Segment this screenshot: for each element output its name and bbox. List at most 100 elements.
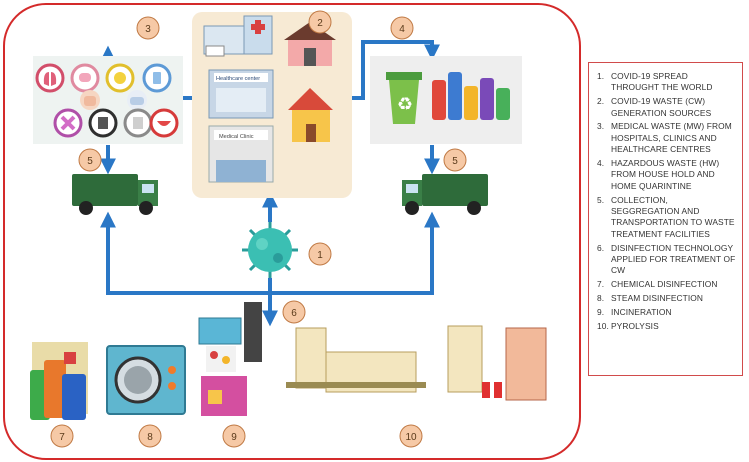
incinerator-chimney [244,302,262,362]
truck-left-wheel-2 [139,201,153,215]
house-yellow-roof [288,88,333,110]
legend-item: 8. STEAM DISINFECTION [597,293,736,304]
step-marker-8-circle [138,424,162,448]
legend-item-text: INCINERATION [611,306,672,317]
step-marker-9-circle [222,424,246,448]
hazardous-waste-panel: ♻ [370,56,522,144]
step-marker-10-label: 10 [405,432,417,443]
legend-item-text: DISINFECTION TECHNOLOGY APPLIED FOR TREA… [611,242,736,276]
recycle-bin-body [389,80,419,124]
coronavirus-patch-1 [256,238,268,250]
truck-left-box [72,174,138,206]
pyrolysis-condenser [447,325,483,393]
legend-item-number: 1. [597,71,605,81]
legend-item-number: 9. [597,306,605,317]
incinerator-hopper [206,346,236,372]
legend-item-number: 4. [597,158,605,169]
step-marker-3-circle [136,16,160,40]
pyrolysis-pipe [286,382,426,388]
house-yellow-door [306,124,316,142]
pyrolysis-red-valve-2 [494,382,502,398]
autoclave-knob-2 [168,382,176,390]
incinerator-waste-1 [210,351,218,359]
teeth-icon-shape [157,121,171,126]
waste-sources-panel: Healthcare center Medical Clinic [192,12,352,198]
step-marker-5-left-circle [78,148,102,172]
chem-bottle-blue [62,374,86,420]
bottle-blue [448,72,462,120]
chemical-disinfectant-bottles-icon [30,342,88,420]
pyrolysis-red-valve-1 [482,382,490,398]
legend-item-text: CHEMICAL DISINFECTION [611,279,718,290]
truck-right-wheel-2 [467,201,481,215]
pyrolysis-hopper [295,327,327,389]
lungs-icon [35,63,65,93]
legend-item: 4.HAZARDOUS WASTE (HW) FROM HOUSE HOLD A… [597,158,736,192]
step-markers: 1 2 3 4 5 5 6 7 8 9 10 [50,10,467,448]
step-marker-5-left-label: 5 [87,156,93,167]
recycle-bin-icon: ♻ [386,72,422,124]
legend-item-text: STEAM DISINFECTION [611,293,704,304]
bottle-green [496,88,510,120]
legend-item-text: PYROLYSIS [611,320,659,331]
incinerator-base [201,376,247,416]
incinerator-top [198,317,242,345]
legend-item-number: 10. [597,320,609,331]
sun-virus-icon-core [114,72,126,84]
incinerator-fire [208,390,222,404]
step-marker-9: 9 [222,424,246,448]
medical-clinic-sign: Medical Clinic [219,134,254,140]
house-pink-window [304,48,316,66]
mask-icon-shape [130,97,144,105]
step-marker-8: 8 [138,424,162,448]
step-marker-2: 2 [308,10,332,34]
step-marker-2-circle [308,10,332,34]
recycle-symbol-icon: ♻ [397,94,413,115]
truck-right-window [406,184,418,193]
truck-right-wheel-1 [405,201,419,215]
step-marker-7-circle [50,424,74,448]
legend-item-number: 2. [597,96,605,107]
incinerator-icon [198,302,262,416]
legend-item: 7. CHEMICAL DISINFECTION [597,279,736,290]
healthcare-center-icon: Healthcare center [208,69,274,119]
legend-item-text: MEDICAL WASTE (MW) FROM HOSPITALS, CLINI… [611,121,732,155]
step-marker-4: 4 [390,16,414,40]
legend-item-text: COLLECTION, SEGGREGATION AND TRANSPORTAT… [611,194,735,239]
step-marker-5-left: 5 [78,148,102,172]
step-marker-6-circle [282,300,306,324]
coronavirus-body [248,228,292,272]
bottle-icon-shape [153,72,161,84]
syringe-icon-shape [98,117,108,129]
medicine-icon-shape [133,117,143,129]
chem-bottle-red-cap [64,352,76,364]
diagram-frame [3,3,581,460]
legend-item-number: 8. [597,293,605,304]
plastic-bottles-icon [432,72,510,120]
step-marker-7-label: 7 [59,432,65,443]
pyrolysis-tank [505,327,547,401]
arrow-sources-to-hazardous [352,40,440,100]
incinerator-waste-2 [222,356,230,364]
step-marker-1-label: 1 [317,250,323,261]
step-marker-3-label: 3 [145,24,151,35]
garbage-truck-left-icon [72,174,158,215]
arrow-virus-to-right-truck [270,211,440,295]
legend-item: 5.COLLECTION, SEGGREGATION AND TRANSPORT… [597,195,736,241]
step-marker-5-right: 5 [443,148,467,172]
bottle-red [432,80,446,120]
autoclave-icon [106,345,186,415]
healthcare-center-sign: Healthcare center [216,76,260,82]
pyrolysis-plant-icon [286,325,547,401]
step-marker-9-label: 9 [231,432,237,443]
legend-item: 10.PYROLYSIS [597,321,736,332]
legend-item-number: 3. [597,121,605,132]
recycle-bin-lid [386,72,422,80]
coronavirus-icon [242,222,298,278]
legend-item-number: 7. [597,279,605,290]
legend-item: 2.COVID-19 WASTE (CW) GENERATION SOURCES [597,96,736,119]
legend-item-text: COVID-19 SPREAD THROUGHT THE WORLD [611,71,713,93]
healthcare-center-windows [216,88,266,112]
chem-bottle-orange [44,360,66,418]
step-marker-4-circle [390,16,414,40]
